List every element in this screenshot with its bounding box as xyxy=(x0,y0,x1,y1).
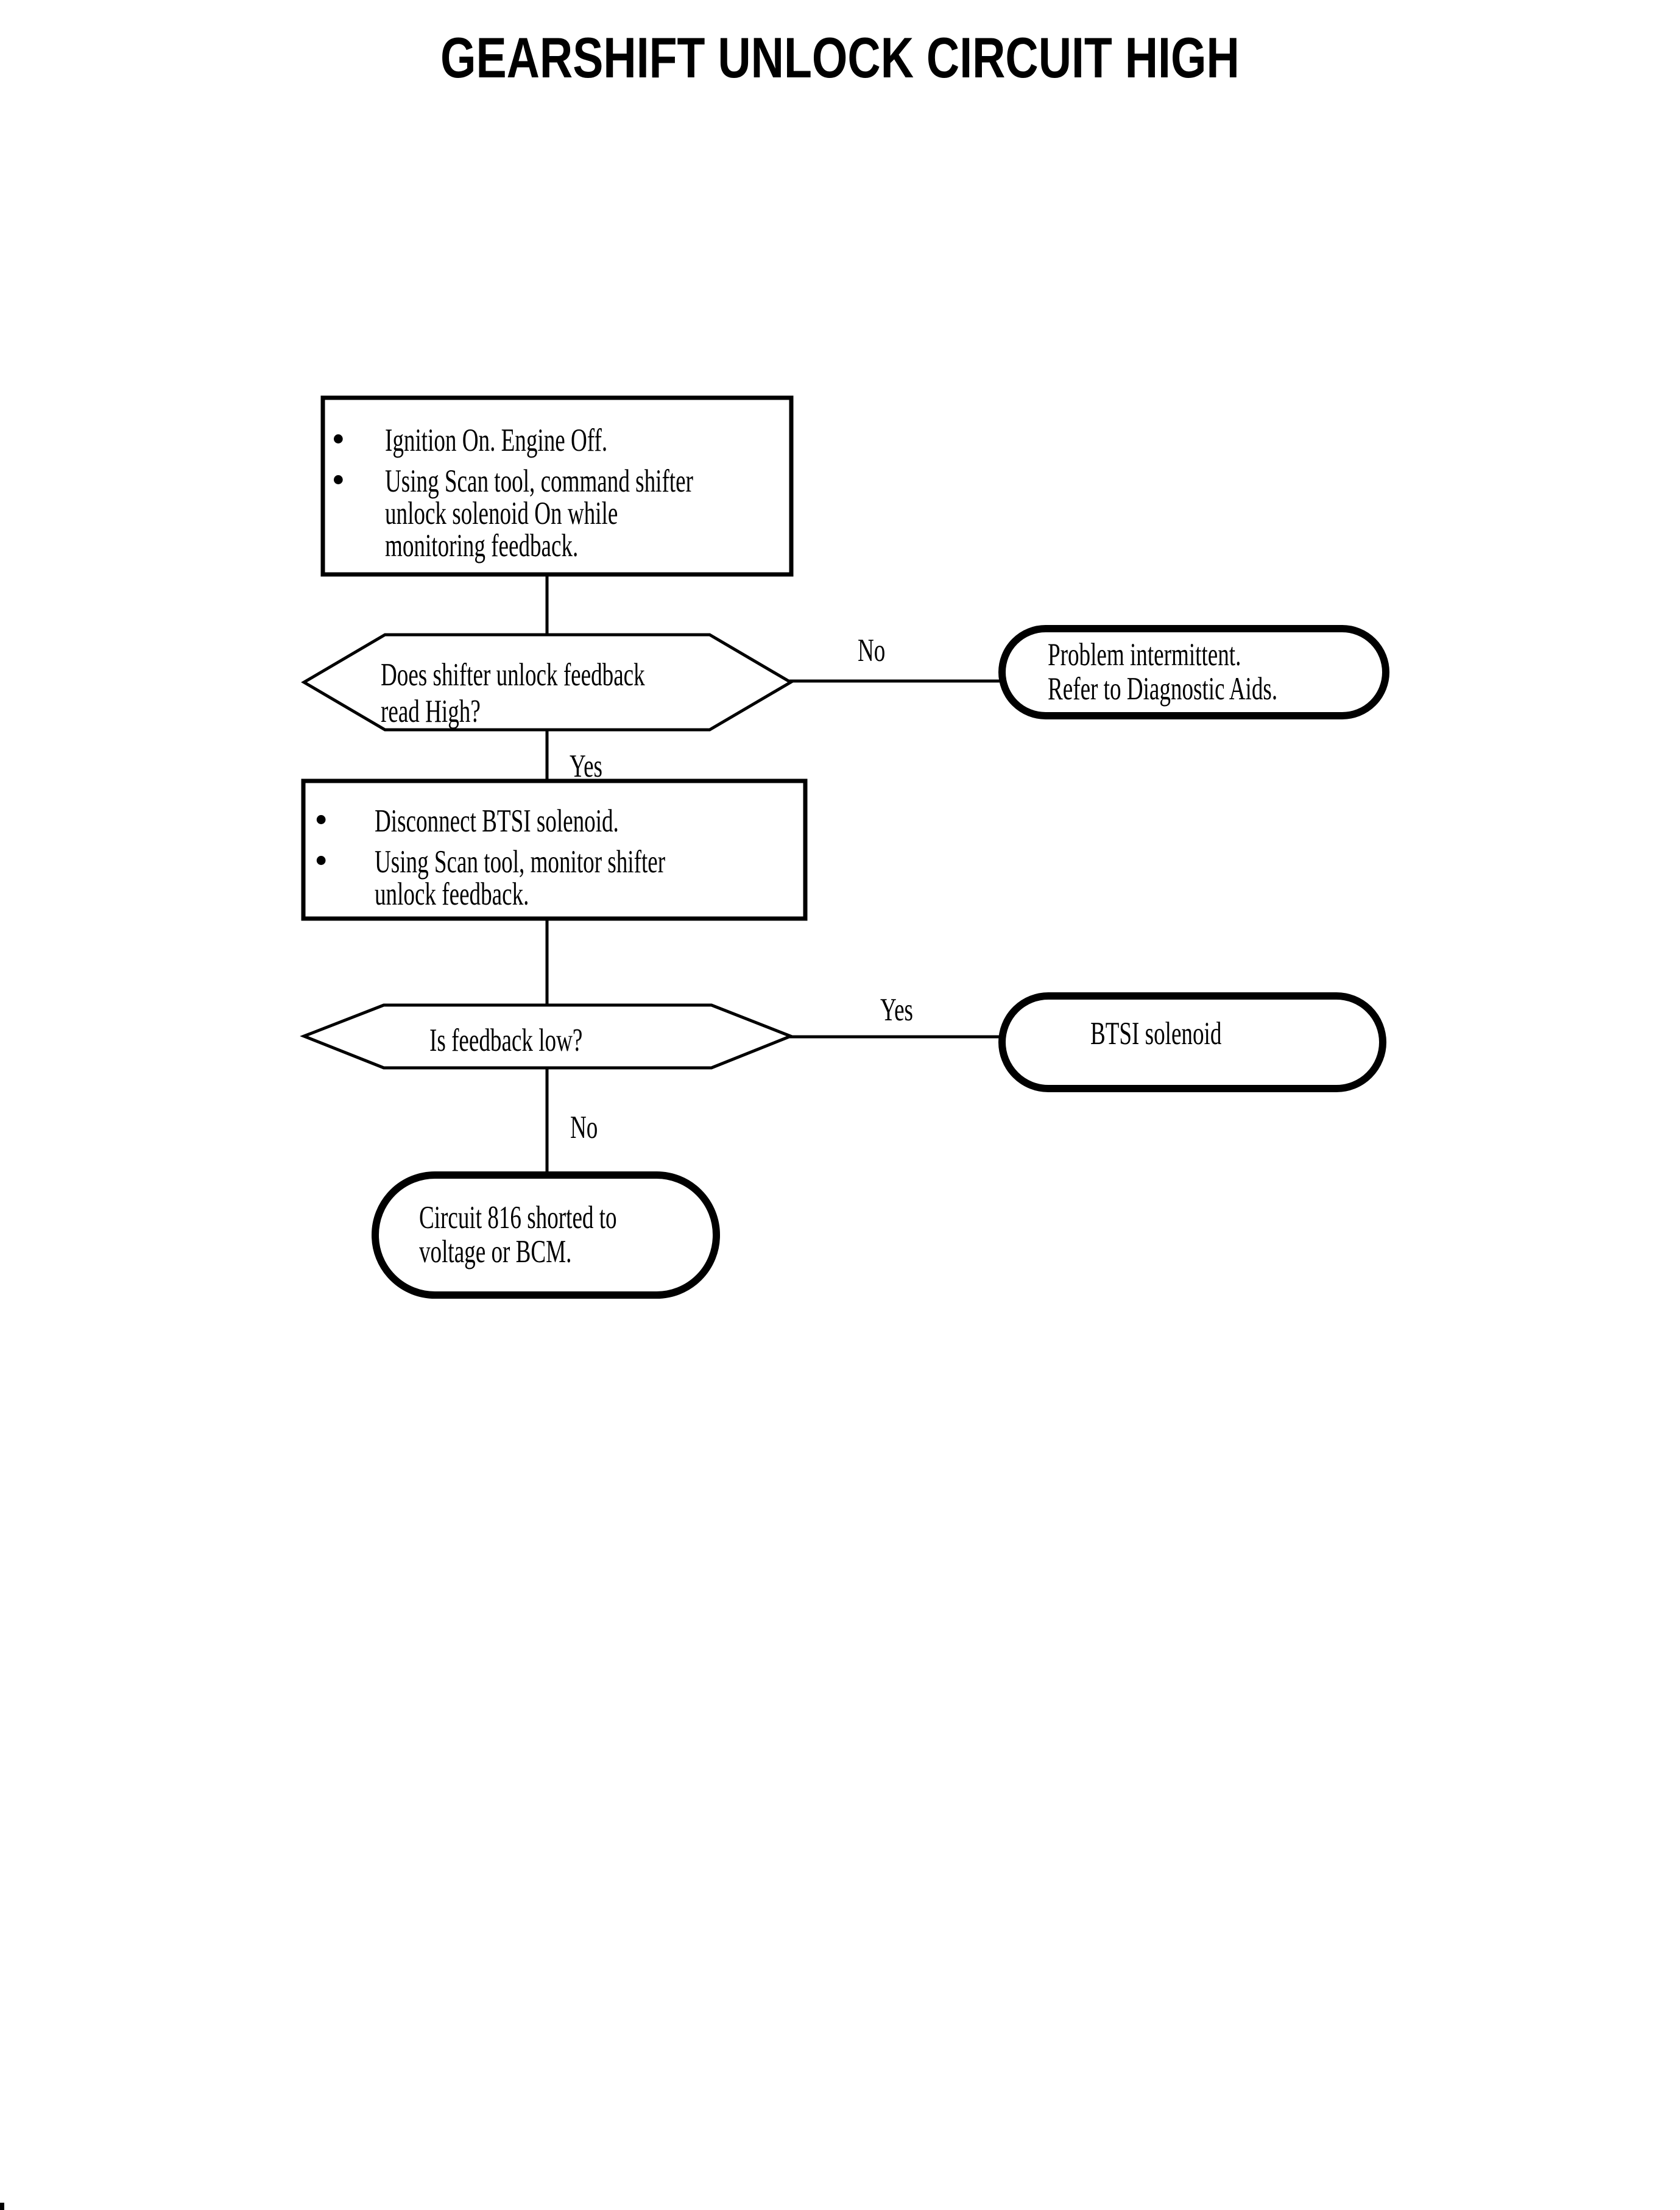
connectors xyxy=(545,574,1008,1179)
list-item: Ignition On. Engine Off. xyxy=(334,423,693,458)
terminal-circuit-816-text: Circuit 816 shorted to voltage or BCM. xyxy=(419,1201,617,1269)
terminal-line: voltage or BCM. xyxy=(419,1234,572,1269)
list-item: Using Scan tool, command shifter unlock … xyxy=(334,464,693,563)
label-yes: Yes xyxy=(880,992,913,1028)
terminal-line: Circuit 816 shorted to xyxy=(419,1200,617,1235)
decision-feedback-low xyxy=(300,1003,795,1070)
process-box-disconnect-btsi xyxy=(301,778,808,921)
bullet-icon xyxy=(334,434,343,443)
list-item-line: unlock feedback. xyxy=(375,877,529,912)
list-item-line: Ignition On. Engine Off. xyxy=(385,423,608,458)
terminal-problem-intermittent-text: Problem intermittent. Refer to Diagnosti… xyxy=(1048,638,1277,706)
list-item: Using Scan tool, monitor shifter unlock … xyxy=(316,844,666,912)
label-no: No xyxy=(858,633,886,668)
decision-feedback-low-text: Is feedback low? xyxy=(429,1023,583,1058)
list-item-line: Disconnect BTSI solenoid. xyxy=(375,803,619,839)
process-box-disconnect-btsi-text: Disconnect BTSI solenoid. Using Scan too… xyxy=(316,803,666,912)
terminal-btsi-solenoid xyxy=(998,992,1386,1092)
terminal-line: Refer to Diagnostic Aids. xyxy=(1048,671,1278,707)
bullet-icon xyxy=(316,815,326,824)
decision-shifter-feedback-high-text: Does shifter unlock feedback read High? xyxy=(381,657,645,730)
process-box-ignition-scan xyxy=(320,395,794,577)
decision-shifter-feedback-high xyxy=(301,633,794,732)
process-box-ignition-scan-text: Ignition On. Engine Off. Using Scan tool… xyxy=(334,423,693,563)
list-item-line: Using Scan tool, command shifter xyxy=(385,464,693,499)
terminal-line: Problem intermittent. xyxy=(1048,637,1241,673)
list-item-line: Using Scan tool, monitor shifter xyxy=(375,844,666,880)
decision-line: Does shifter unlock feedback xyxy=(381,657,645,693)
decision-line: read High? xyxy=(381,694,481,729)
list-item: Disconnect BTSI solenoid. xyxy=(316,803,665,839)
list-item-line: monitoring feedback. xyxy=(385,528,579,563)
terminal-problem-intermittent xyxy=(998,625,1389,719)
bullet-icon xyxy=(334,475,343,484)
list-item-line: unlock solenoid On while xyxy=(385,496,618,531)
page-title: GEARSHIFT UNLOCK CIRCUIT HIGH xyxy=(0,29,1680,86)
terminal-circuit-816 xyxy=(372,1171,720,1299)
label-yes: Yes xyxy=(570,749,602,784)
terminal-btsi-solenoid-text: BTSI solenoid xyxy=(1090,1016,1222,1051)
scan-artifact-dot xyxy=(0,2203,4,2210)
bullet-icon xyxy=(316,856,326,865)
label-no: No xyxy=(570,1110,598,1145)
page-title-text: GEARSHIFT UNLOCK CIRCUIT HIGH xyxy=(440,26,1240,90)
